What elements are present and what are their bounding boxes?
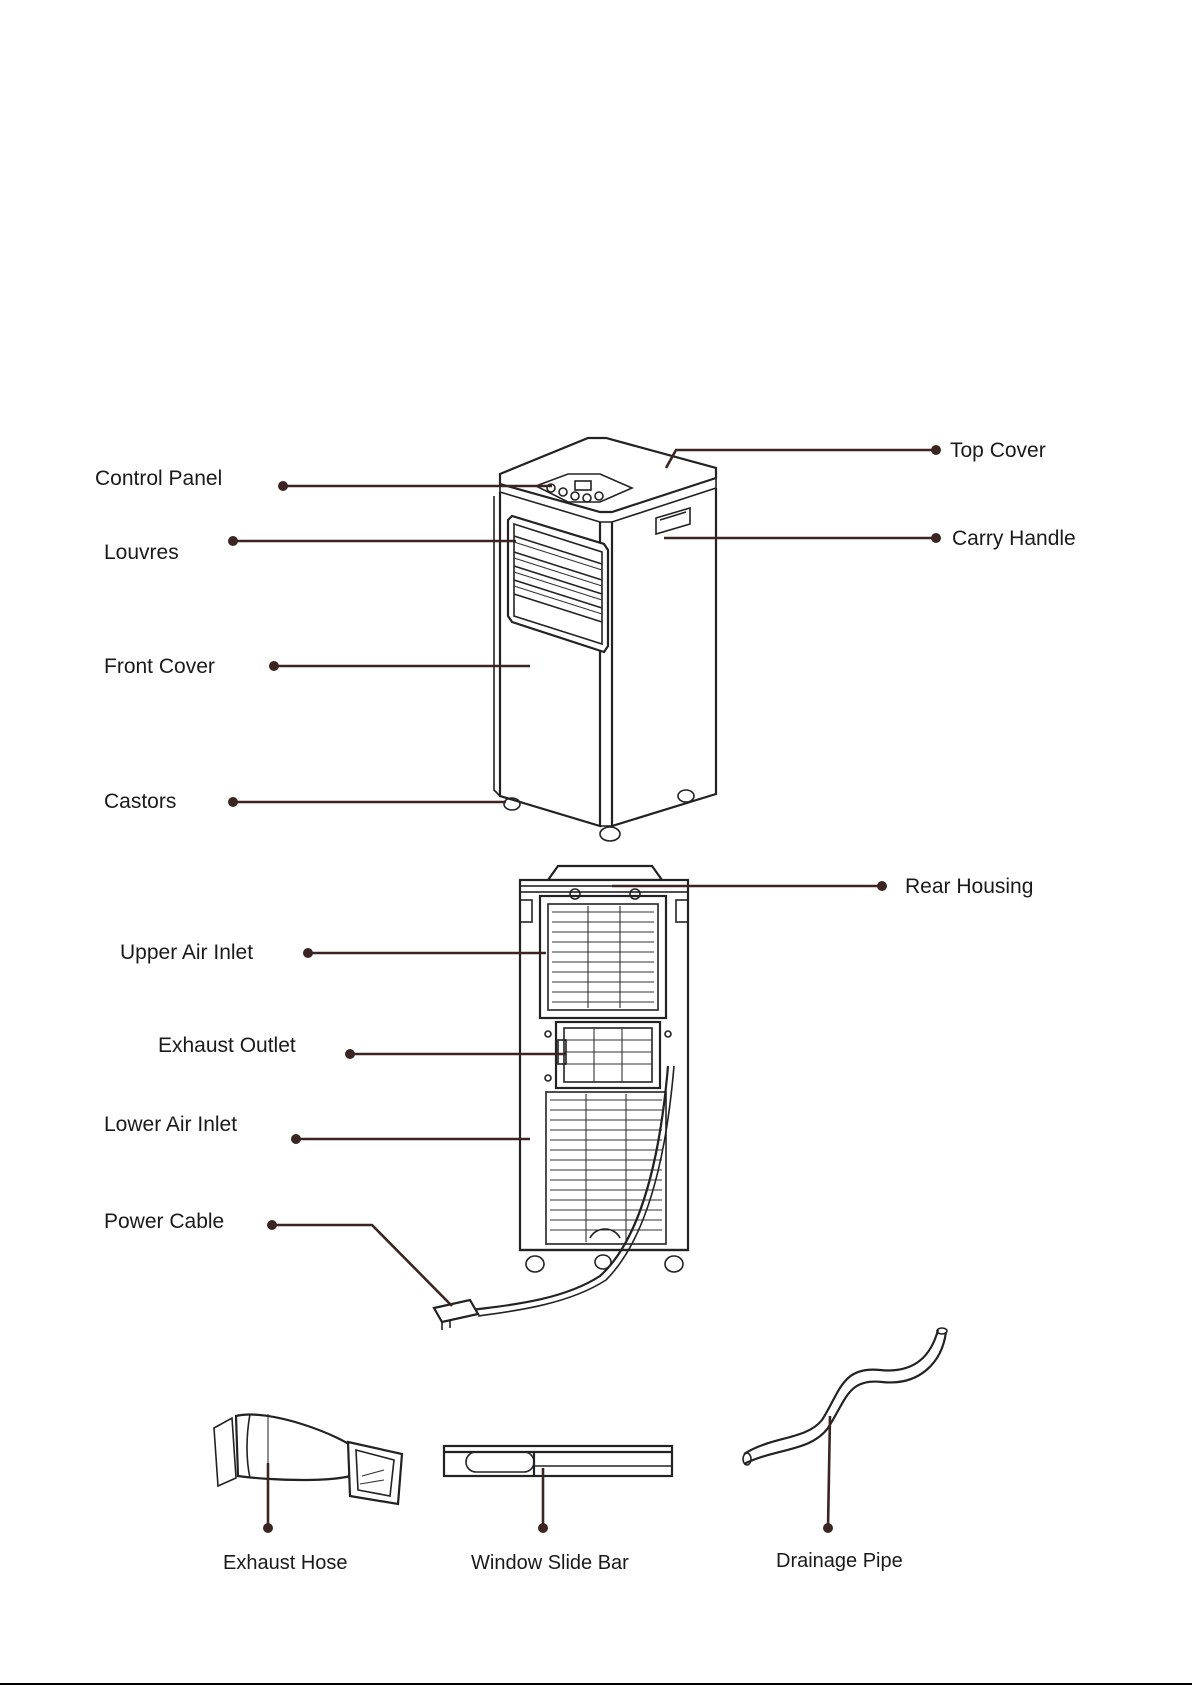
exhaust-hose-drawing	[214, 1414, 402, 1504]
label-louvres: Louvres	[104, 541, 179, 564]
label-carry-handle: Carry Handle	[952, 527, 1076, 550]
label-drainage-pipe: Drainage Pipe	[776, 1550, 903, 1572]
label-exhaust-hose: Exhaust Hose	[223, 1552, 348, 1574]
label-top-cover: Top Cover	[950, 439, 1046, 462]
label-rear-housing: Rear Housing	[905, 875, 1033, 898]
label-front-cover: Front Cover	[104, 655, 215, 678]
label-window-slide-bar: Window Slide Bar	[471, 1552, 629, 1574]
label-lower-air-inlet: Lower Air Inlet	[104, 1113, 237, 1136]
drainage-pipe-drawing	[743, 1328, 947, 1465]
label-power-cable: Power Cable	[104, 1210, 224, 1233]
label-control-panel: Control Panel	[95, 467, 222, 490]
rear-view-unit	[434, 866, 688, 1330]
window-slide-bar-drawing	[444, 1446, 672, 1476]
front-view-unit	[494, 438, 716, 841]
label-exhaust-outlet: Exhaust Outlet	[158, 1034, 296, 1057]
label-upper-air-inlet: Upper Air Inlet	[120, 941, 253, 964]
label-castors: Castors	[104, 790, 176, 813]
